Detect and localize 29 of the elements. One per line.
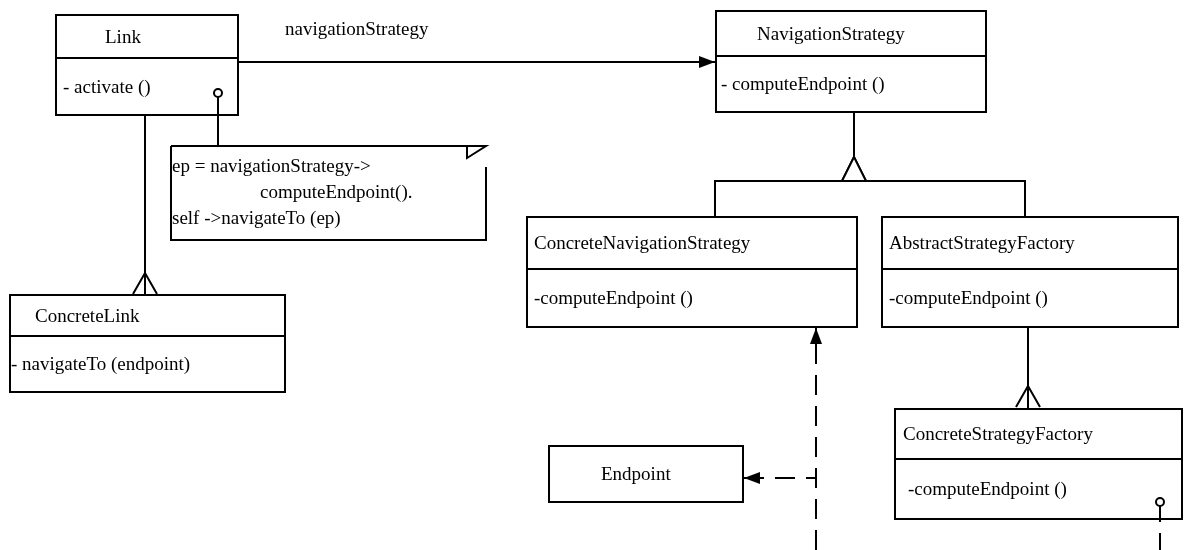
dashed-arrow [743,472,817,550]
class-name: Endpoint [601,463,671,485]
class-box [526,216,858,328]
method-text: -computeEndpoint () [534,287,693,309]
method-text: -computeEndpoint () [889,287,1048,309]
arrow [132,115,158,295]
method-text: -computeEndpoint () [908,478,1067,500]
connector [213,88,223,146]
arrow [841,112,1026,217]
arrow [1015,327,1041,409]
method-text: - activate () [63,75,151,98]
class-name: ConcreteStrategyFactory [903,423,1093,445]
class-box [548,445,744,503]
note-text: ep = navigationStrategy-> computeEndpoint(). [172,154,414,204]
class-name: ConcreteLink [35,304,140,327]
class-name: ConcreteNavigationStrategy [534,232,751,254]
note-text: self ->navigateTo (ep) [172,206,341,230]
class-name: Link [105,25,141,48]
class-box [894,408,1183,520]
class-box [881,216,1179,328]
note-box [170,145,487,241]
class-name: NavigationStrategy [757,22,905,45]
arrow [238,56,716,68]
method-text: - navigateTo (endpoint) [11,353,191,375]
class-box [715,10,987,113]
class-box [9,294,286,393]
class-box [55,14,239,116]
method-text: - computeEndpoint () [721,73,885,95]
class-name: AbstractStrategyFactory [889,232,1075,254]
